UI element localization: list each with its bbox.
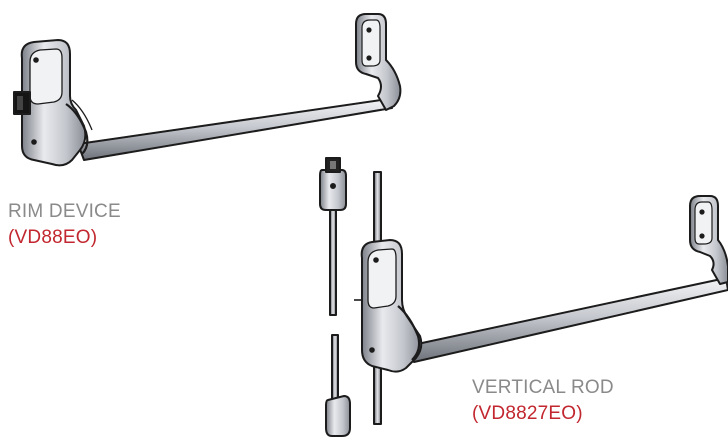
bottom-bolt	[325, 395, 351, 437]
rim-device-name: RIM DEVICE	[8, 201, 121, 222]
vertical-rod-device-drawing	[319, 157, 728, 437]
rim-device-caption: RIM DEVICE (VD88EO)	[8, 199, 121, 251]
rim-device-drawing	[13, 13, 402, 167]
vertical-rod-name: VERTICAL ROD	[472, 377, 614, 398]
top-strike	[319, 169, 347, 211]
vrod-push-bar	[407, 277, 728, 363]
top-rod-left	[329, 204, 337, 316]
bottom-rod-left	[331, 334, 339, 406]
vertical-rod-caption: VERTICAL ROD (VD8827EO)	[472, 375, 614, 427]
rim-push-bar	[77, 98, 393, 161]
vertical-rod-model: (VD8827EO)	[472, 403, 583, 424]
rim-device-model: (VD88EO)	[8, 227, 98, 248]
